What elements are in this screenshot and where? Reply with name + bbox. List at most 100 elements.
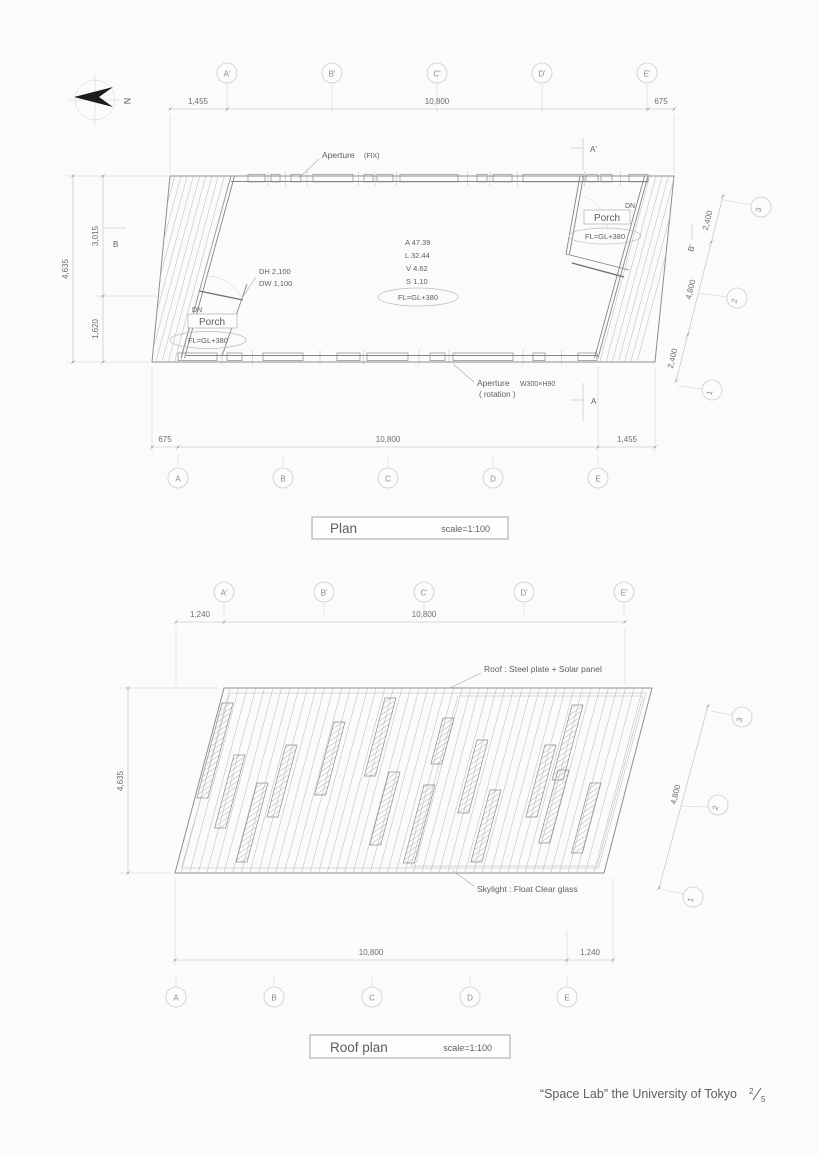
roof-title-box	[309, 1034, 511, 1059]
grid-bubble	[750, 196, 772, 218]
plan-section-marks: B B' A' A	[104, 138, 697, 421]
grid-bubble-label: 1	[686, 896, 696, 903]
project-title: “Space Lab” the University of Tokyo	[540, 1087, 737, 1101]
dim-tick-slash	[175, 444, 181, 450]
roof-stripe	[266, 688, 317, 873]
window-bottom	[226, 352, 243, 361]
roof-stripe	[490, 688, 540, 873]
dim-tick-slash	[720, 193, 726, 199]
aperture-fix-label: Aperture	[322, 150, 355, 160]
grid-leader	[680, 805, 709, 808]
grid-bubble	[682, 886, 704, 908]
deck-hatch-line	[152, 176, 182, 362]
plan-building	[151, 175, 675, 363]
grid-bubble	[726, 287, 748, 309]
window-top	[522, 173, 584, 183]
window-top	[247, 173, 266, 183]
dim-tick-slash	[685, 332, 691, 338]
grid-bubble-label: A'	[221, 589, 228, 598]
north-arrow: N	[69, 74, 132, 126]
grid-bubble	[361, 986, 383, 1008]
dim-label: 1,455	[188, 97, 209, 106]
grid-bubble-label: D'	[520, 589, 528, 598]
skylight	[430, 717, 455, 765]
stat-s: S 1.10	[406, 277, 428, 286]
plan-annotations: Aperture (FIX) Aperture W300×H90 ( rotat…	[298, 150, 555, 399]
roof-stripe	[352, 688, 403, 873]
grid-bubble-label: B'	[329, 70, 336, 79]
grid-bubble	[459, 986, 481, 1008]
grid-bubble-label: C	[369, 994, 375, 1003]
grid-bubble-label: D	[467, 994, 473, 1003]
roof-stripe	[593, 688, 644, 873]
window-bottom	[177, 352, 218, 361]
grid-bubble	[167, 467, 189, 489]
window-top	[476, 173, 488, 183]
left-door-leaf	[198, 290, 244, 301]
dim-label: 10,800	[425, 97, 450, 106]
dim-tick-slash	[652, 444, 658, 450]
dim-label: 4,635	[116, 770, 125, 791]
grid-bubble-label: 2	[730, 297, 740, 304]
skylight	[571, 782, 602, 854]
window-top	[376, 173, 394, 183]
dim-tick-slash	[656, 885, 662, 891]
dim-tick-slash	[622, 619, 628, 625]
grid-bubble-label: A	[175, 475, 181, 484]
dim-tick-slash	[70, 359, 76, 365]
grid-bubble	[377, 467, 399, 489]
left-porch-box	[187, 313, 238, 329]
grid-leader	[723, 199, 752, 206]
section-b-label: B	[113, 240, 118, 249]
grid-bubble-label: 3	[754, 206, 764, 213]
plan-right-porch: DN Porch FL=GL+380	[565, 175, 642, 278]
window-bottom	[336, 352, 361, 361]
window-top	[312, 173, 354, 183]
plan-outline	[151, 175, 675, 363]
dim-tick-slash	[221, 619, 227, 625]
skylight	[551, 704, 584, 781]
right-porch-box	[583, 209, 631, 225]
window-top	[628, 173, 649, 183]
plan-scale-note: scale=1:100	[441, 524, 490, 534]
grid-bubble-label: E'	[621, 589, 628, 598]
center-fl-label: FL=GL+380	[398, 293, 438, 302]
window-top	[600, 173, 613, 183]
deck-hatch-line	[598, 176, 626, 362]
skylight	[369, 771, 401, 846]
deck-hatch-line	[598, 176, 613, 362]
door-dim-leader	[241, 276, 257, 299]
grid-bubble	[321, 62, 343, 84]
skylight-note: Skylight : Float Clear glass	[477, 884, 578, 894]
grid-bubble	[731, 706, 753, 728]
dim-label: 675	[654, 97, 668, 106]
grid-bubble	[263, 986, 285, 1008]
grid-bubble-label: D'	[538, 70, 546, 79]
deck-hatch-line	[152, 176, 176, 362]
dim-label: 4,635	[61, 258, 70, 279]
roof-note-leader	[449, 672, 482, 689]
dim-label: 10,800	[376, 435, 401, 444]
aperture-rot-type: ( rotation )	[479, 390, 516, 399]
north-label: N	[122, 98, 132, 105]
plan-right-end-wall2	[594, 175, 645, 359]
deck-hatch-line	[174, 176, 225, 362]
dim-tick-slash	[125, 685, 131, 691]
roof-note: Roof : Steel plate + Solar panel	[484, 664, 602, 674]
grid-bubble-label: B	[280, 475, 285, 484]
dim-tick-slash	[149, 444, 155, 450]
dim-tick-slash	[172, 957, 178, 963]
dim-tick-slash	[705, 703, 711, 709]
window-bottom	[262, 352, 304, 361]
right-dn-label: DN	[625, 203, 635, 210]
roof-stripe	[189, 688, 239, 873]
left-fl-ellipse	[169, 331, 247, 349]
dim-label: 1,240	[580, 948, 601, 957]
dim-tick-slash	[224, 106, 230, 112]
dim-tick-slash	[167, 106, 173, 112]
roof-scale-note: scale=1:100	[443, 1043, 492, 1053]
roof-stripe	[524, 688, 575, 873]
deck-hatch-line	[611, 176, 663, 362]
